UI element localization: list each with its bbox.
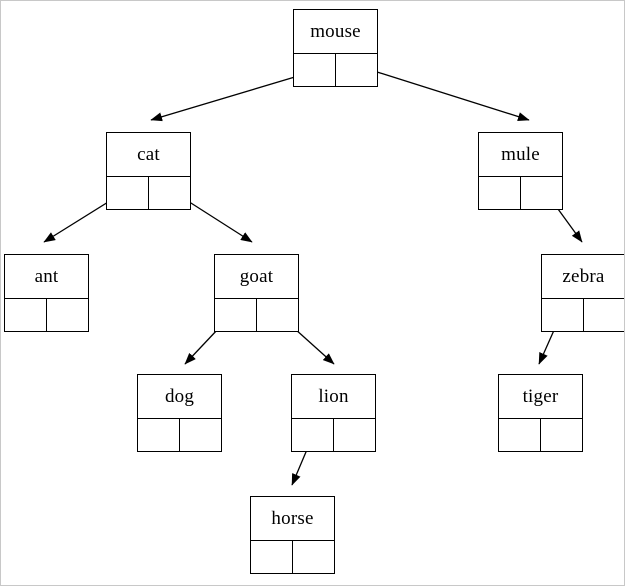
tree-node-dog[interactable]: dog bbox=[137, 374, 222, 452]
node-pointers-lion bbox=[292, 419, 375, 451]
left-pointer-cell-ant[interactable] bbox=[5, 299, 47, 331]
tree-node-mouse[interactable]: mouse bbox=[293, 9, 378, 87]
right-pointer-cell-mule[interactable] bbox=[521, 177, 563, 209]
left-pointer-cell-mule[interactable] bbox=[479, 177, 521, 209]
node-label-goat: goat bbox=[215, 255, 298, 299]
tree-node-cat[interactable]: cat bbox=[106, 132, 191, 210]
left-pointer-cell-dog[interactable] bbox=[138, 419, 180, 451]
right-pointer-cell-cat[interactable] bbox=[149, 177, 191, 209]
node-pointers-mule bbox=[479, 177, 562, 209]
right-pointer-cell-zebra[interactable] bbox=[584, 299, 625, 331]
node-pointers-cat bbox=[107, 177, 190, 209]
tree-node-horse[interactable]: horse bbox=[250, 496, 335, 574]
left-pointer-cell-lion[interactable] bbox=[292, 419, 334, 451]
tree-node-mule[interactable]: mule bbox=[478, 132, 563, 210]
node-pointers-goat bbox=[215, 299, 298, 331]
node-pointers-zebra bbox=[542, 299, 625, 331]
left-pointer-cell-horse[interactable] bbox=[251, 541, 293, 573]
edge-mouse-to-mule bbox=[354, 64, 530, 122]
right-pointer-cell-tiger[interactable] bbox=[541, 419, 583, 451]
node-label-cat: cat bbox=[107, 133, 190, 177]
node-pointers-mouse bbox=[294, 54, 377, 86]
tree-node-zebra[interactable]: zebra bbox=[541, 254, 625, 332]
tree-node-lion[interactable]: lion bbox=[291, 374, 376, 452]
node-pointers-tiger bbox=[499, 419, 582, 451]
right-pointer-cell-horse[interactable] bbox=[293, 541, 335, 573]
right-pointer-cell-lion[interactable] bbox=[334, 419, 376, 451]
node-label-mouse: mouse bbox=[294, 10, 377, 54]
left-pointer-cell-cat[interactable] bbox=[107, 177, 149, 209]
tree-node-ant[interactable]: ant bbox=[4, 254, 89, 332]
node-label-dog: dog bbox=[138, 375, 221, 419]
left-pointer-cell-tiger[interactable] bbox=[499, 419, 541, 451]
node-label-mule: mule bbox=[479, 133, 562, 177]
left-pointer-cell-goat[interactable] bbox=[215, 299, 257, 331]
node-pointers-ant bbox=[5, 299, 88, 331]
left-pointer-cell-zebra[interactable] bbox=[542, 299, 584, 331]
left-pointer-cell-mouse[interactable] bbox=[294, 54, 336, 86]
right-pointer-cell-dog[interactable] bbox=[180, 419, 222, 451]
right-pointer-cell-ant[interactable] bbox=[47, 299, 89, 331]
node-label-ant: ant bbox=[5, 255, 88, 299]
node-label-lion: lion bbox=[292, 375, 375, 419]
right-pointer-cell-goat[interactable] bbox=[257, 299, 299, 331]
node-pointers-horse bbox=[251, 541, 334, 573]
node-label-tiger: tiger bbox=[499, 375, 582, 419]
node-label-zebra: zebra bbox=[542, 255, 624, 299]
right-pointer-cell-mouse[interactable] bbox=[336, 54, 378, 86]
tree-node-tiger[interactable]: tiger bbox=[498, 374, 583, 452]
node-pointers-dog bbox=[138, 419, 221, 451]
tree-node-goat[interactable]: goat bbox=[214, 254, 299, 332]
node-label-horse: horse bbox=[251, 497, 334, 541]
